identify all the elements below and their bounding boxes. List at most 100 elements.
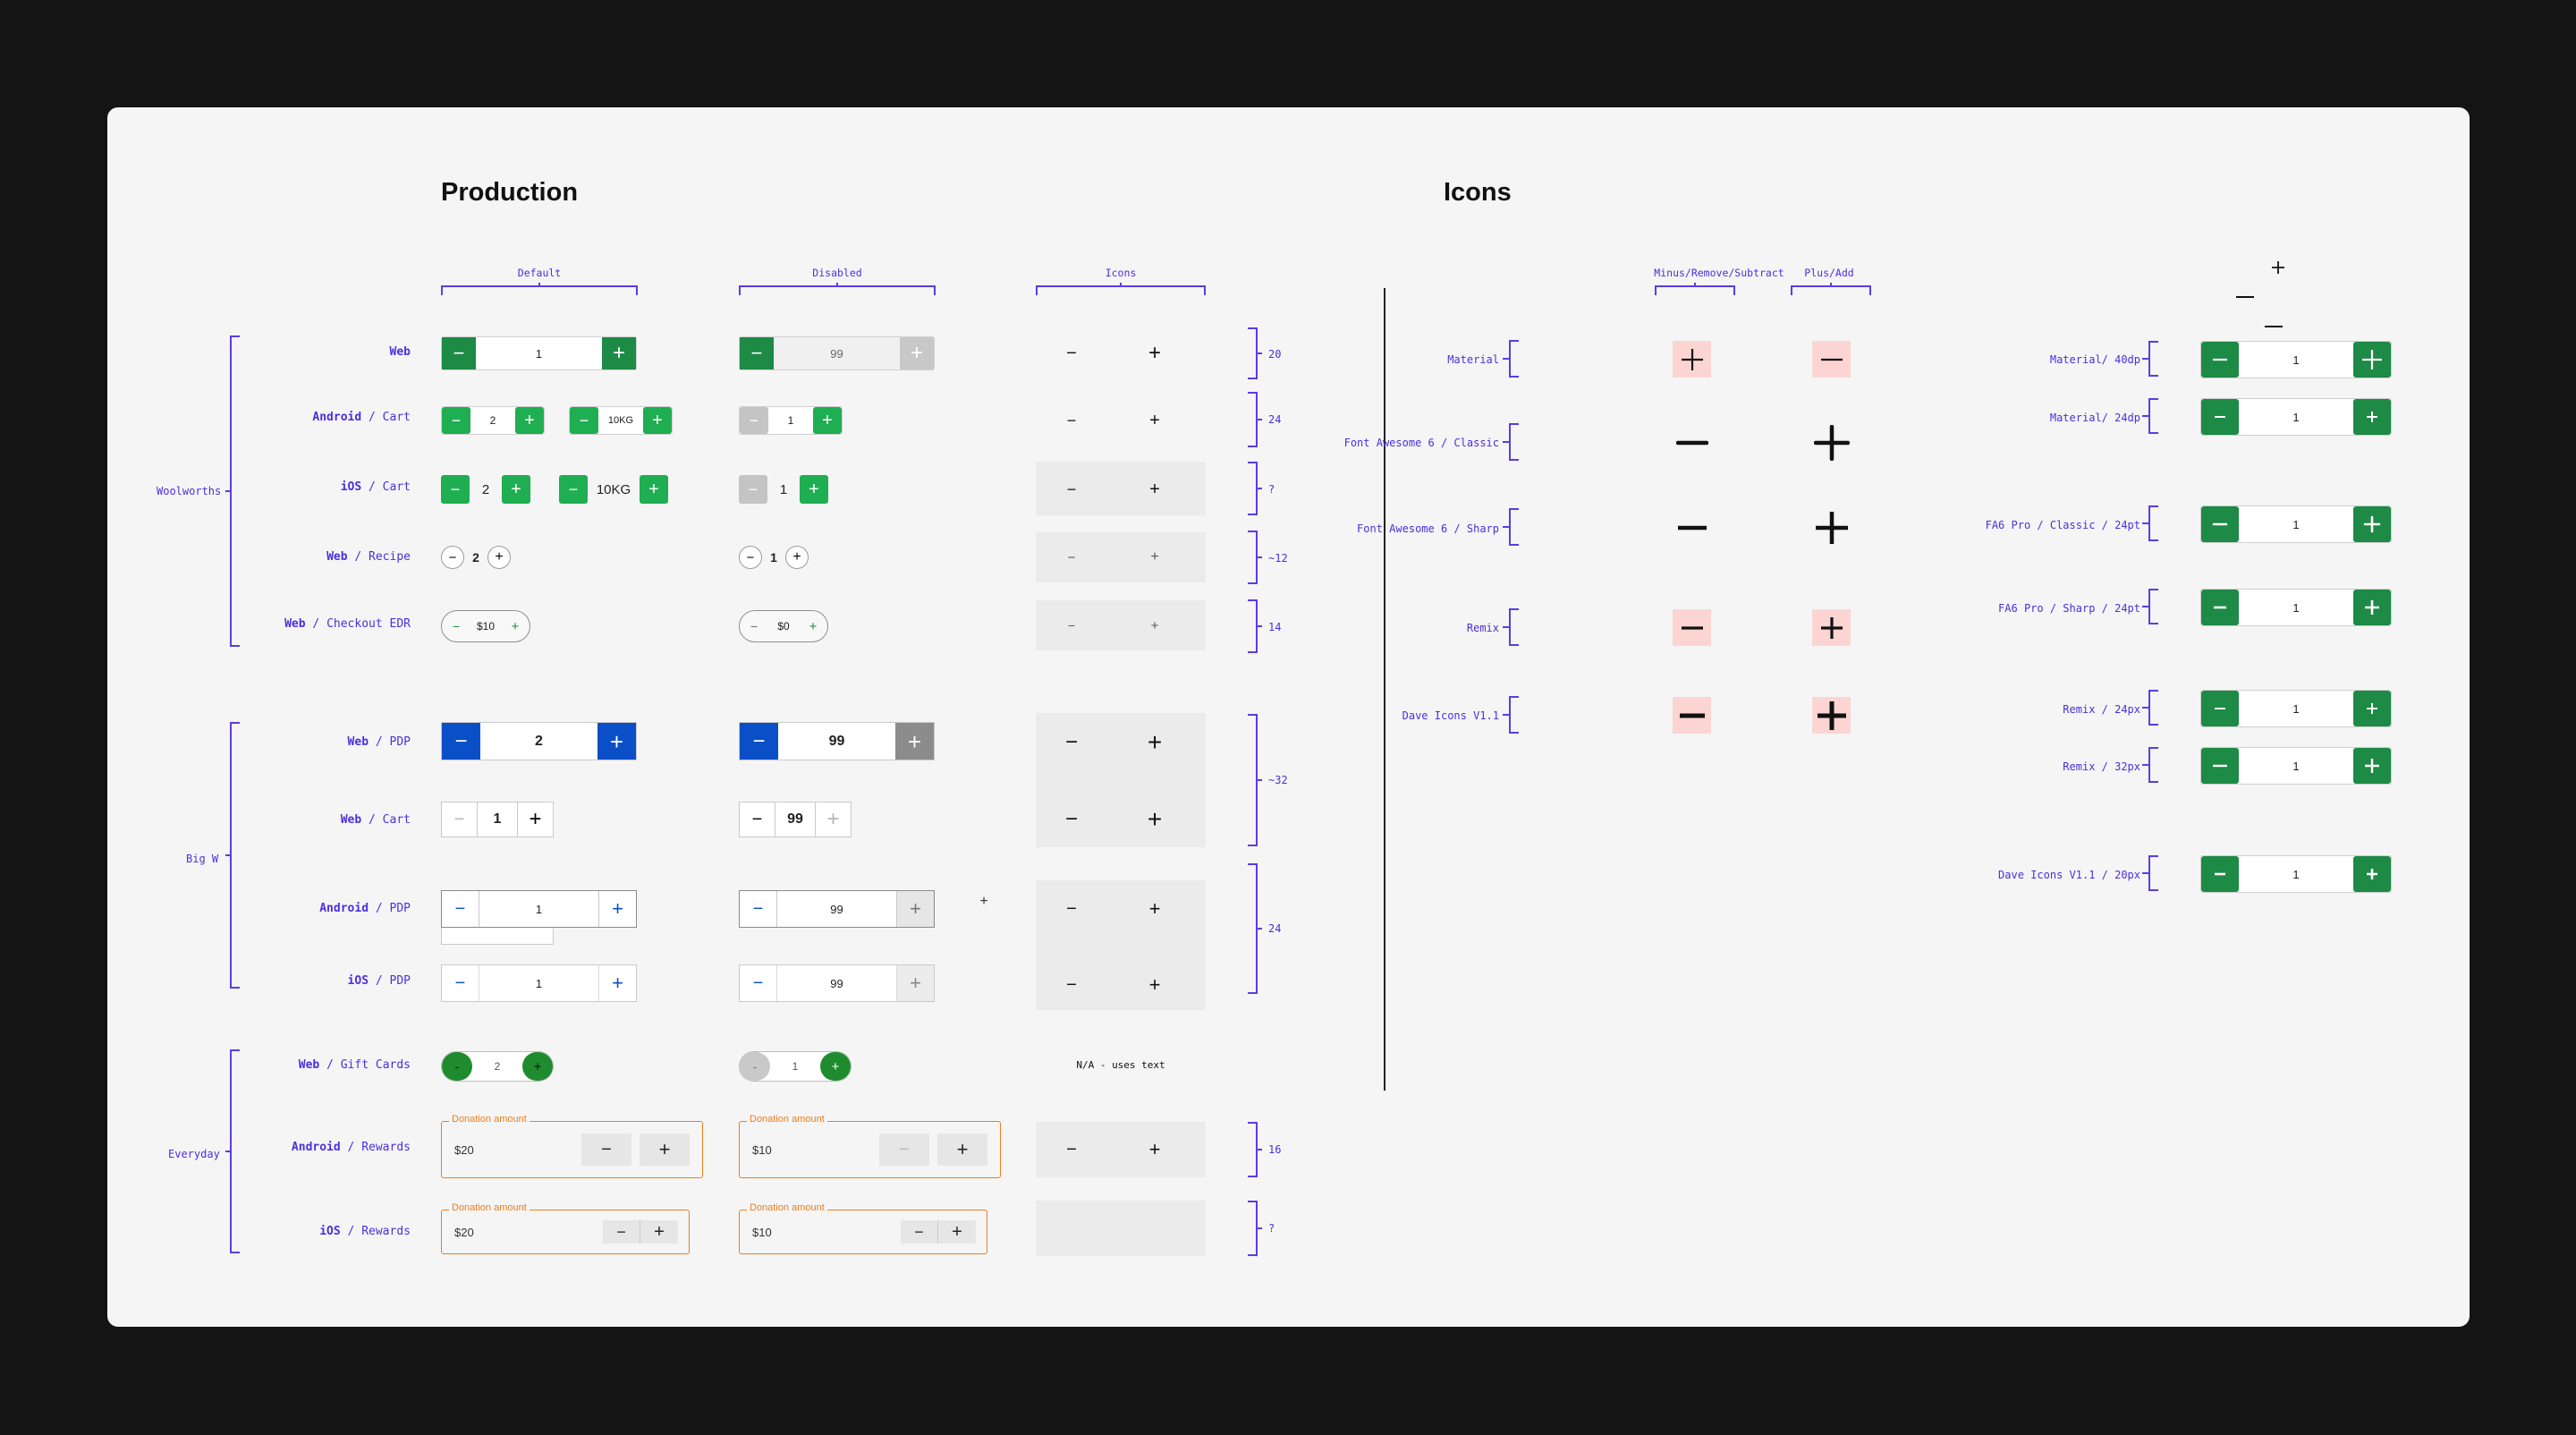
ww-recipe-plus-button[interactable]: + — [487, 546, 511, 569]
fa6-sharp-plus-button[interactable] — [2353, 590, 2391, 625]
donation-plus-button[interactable]: + — [640, 1134, 690, 1166]
ww-web-qty[interactable]: 1 — [535, 346, 543, 361]
ww-android-a-plus-button[interactable]: + — [515, 407, 544, 434]
material-24-minus-button[interactable] — [2201, 399, 2239, 435]
icon-set-label-fa6-classic: Font Awesome 6 / Classic — [1343, 437, 1499, 449]
bw-web-cart-qty-disabled[interactable]: 99 — [787, 811, 803, 827]
remix-32-plus-button[interactable] — [2353, 748, 2391, 784]
bw-web-pdp-minus-button-disabled[interactable]: − — [740, 723, 778, 760]
donation-ios-minus-button[interactable]: − — [603, 1220, 640, 1244]
donation-plus-button-disabled[interactable]: + — [937, 1134, 987, 1166]
row-label-ed-ios-rewards: iOS / Rewards — [319, 1225, 411, 1238]
bw-ios-pdp-minus-button[interactable]: − — [442, 965, 479, 1001]
ww-android-b-minus-button[interactable]: − — [570, 407, 598, 434]
ww-ios-b-qty[interactable]: 10KG — [596, 481, 631, 497]
minus-icon: - — [454, 1059, 460, 1074]
bw-ios-pdp-qty[interactable]: 1 — [535, 976, 543, 990]
donation-value-ios[interactable]: $20 — [454, 1226, 474, 1239]
bw-ios-pdp-qty-disabled[interactable]: 99 — [830, 976, 843, 990]
material-24-qty[interactable]: 1 — [2292, 410, 2300, 424]
remix-24-qty[interactable]: 1 — [2292, 701, 2300, 716]
row-label-ww-web: Web — [389, 345, 411, 359]
dave-plus-button[interactable] — [2353, 856, 2391, 892]
ww-recipe-qty-disabled[interactable]: 1 — [770, 550, 777, 565]
ed-gift-qty-disabled[interactable]: 1 — [792, 1060, 799, 1073]
dave-minus-button[interactable] — [2201, 856, 2239, 892]
material-40-qty[interactable]: 1 — [2292, 352, 2300, 367]
ww-android-plus-button-disabled[interactable]: + — [813, 407, 842, 434]
ww-web-minus-button[interactable]: − — [442, 337, 476, 369]
ww-ios-a-qty[interactable]: 2 — [481, 481, 490, 497]
bw-web-cart-plus-button[interactable]: + — [517, 802, 553, 836]
material-40-plus-button[interactable] — [2353, 342, 2391, 378]
col-default-label: Default — [517, 267, 562, 279]
ww-recipe-plus-button-disabled[interactable]: + — [785, 546, 809, 569]
donation-ios-plus-button-disabled[interactable]: + — [938, 1220, 976, 1244]
fa6-classic-minus-button[interactable] — [2201, 506, 2239, 542]
ww-ios-b-plus-button[interactable]: + — [640, 475, 668, 504]
fa6-classic-plus-button[interactable] — [2353, 506, 2391, 542]
minus-icon: − — [751, 810, 763, 829]
bw-android-pdp-plus-button[interactable]: + — [598, 891, 636, 927]
remix-24-plus-button[interactable] — [2353, 691, 2391, 726]
dave-qty[interactable]: 1 — [2292, 867, 2300, 881]
donation-value[interactable]: $20 — [454, 1143, 474, 1157]
bw-web-pdp-plus-button[interactable]: + — [597, 723, 636, 760]
bw-web-pdp-qty-disabled[interactable]: 99 — [828, 733, 845, 749]
bw-android-pdp-qty-disabled[interactable]: 99 — [830, 902, 843, 916]
bw-ios-pdp-minus-button-disabled[interactable]: − — [740, 965, 777, 1001]
donation-value-disabled[interactable]: $10 — [752, 1143, 772, 1157]
fa6-sharp-minus-button[interactable] — [2201, 590, 2239, 625]
donation-ios-plus-button[interactable]: + — [640, 1220, 678, 1244]
minus-icon: − — [746, 549, 755, 565]
bigw-bracket — [225, 722, 240, 989]
ww-web-minus-button-disabled[interactable]: − — [740, 337, 774, 369]
ww-ios-a-plus-button[interactable]: + — [502, 475, 530, 504]
ww-ios-minus-button-disabled: − — [739, 475, 767, 504]
ww-checkout-plus-button-disabled[interactable]: + — [804, 611, 822, 641]
ed-gift-minus-button[interactable]: - — [442, 1052, 472, 1081]
donation-minus-button[interactable]: − — [581, 1134, 631, 1166]
ww-checkout-value-disabled[interactable]: $0 — [777, 620, 790, 633]
ww-recipe-minus-button[interactable]: − — [441, 546, 464, 569]
bw-web-pdp-minus-button[interactable]: − — [442, 723, 480, 760]
remix-32-minus-button[interactable] — [2201, 748, 2239, 784]
ww-checkout-minus-button[interactable]: − — [447, 611, 465, 641]
fa6-sharp-qty[interactable]: 1 — [2292, 600, 2300, 615]
ww-android-b-qty[interactable]: 10KG — [607, 414, 634, 426]
ww-ios-plus-button-disabled[interactable]: + — [800, 475, 828, 504]
bw-android-minus-icon: − — [1066, 899, 1077, 919]
size-bracket-4 — [1248, 531, 1262, 584]
ww-android-qty-disabled[interactable]: 1 — [787, 414, 794, 427]
ed-gift-qty[interactable]: 2 — [494, 1060, 501, 1073]
material-40-minus-button[interactable] — [2201, 342, 2239, 378]
material-24-plus-button[interactable] — [2353, 399, 2391, 435]
bw-web-pdp-qty[interactable]: 2 — [535, 733, 543, 749]
ww-web-plus-button[interactable]: + — [602, 337, 636, 369]
ww-android-b-plus-button[interactable]: + — [643, 407, 672, 434]
remix-32-qty[interactable]: 1 — [2292, 759, 2300, 773]
bw-android-pdp-qty[interactable]: 1 — [535, 902, 543, 916]
ww-android-a-qty[interactable]: 2 — [489, 414, 496, 427]
donation-ios-minus-button-disabled[interactable]: − — [901, 1220, 938, 1244]
ed-gift-plus-button[interactable]: + — [522, 1052, 553, 1081]
bw-ios-pdp-plus-button[interactable]: + — [598, 965, 636, 1001]
ww-ios-qty-disabled[interactable]: 1 — [779, 481, 788, 497]
bw-web-cart-qty[interactable]: 1 — [493, 811, 502, 827]
ww-ios-a-minus-button[interactable]: − — [441, 475, 470, 504]
ww-checkout-minus-icon: − — [1067, 618, 1076, 633]
bw-android-pdp-minus-button-disabled[interactable]: − — [740, 891, 777, 927]
ed-gift-plus-button-disabled[interactable]: + — [820, 1052, 851, 1081]
fa6-classic-qty[interactable]: 1 — [2292, 517, 2300, 531]
minus-icon: − — [752, 899, 764, 919]
ww-checkout-plus-button[interactable]: + — [506, 611, 524, 641]
bw-android-pdp-minus-button[interactable]: − — [442, 891, 479, 927]
donation-value-ios-disabled[interactable]: $10 — [752, 1226, 772, 1239]
remix-24-minus-button[interactable] — [2201, 691, 2239, 726]
ww-checkout-value[interactable]: $10 — [476, 620, 496, 633]
ww-recipe-qty[interactable]: 2 — [472, 550, 479, 565]
ww-android-a-minus-button[interactable]: − — [442, 407, 470, 434]
ww-ios-b-minus-button[interactable]: − — [559, 475, 588, 504]
bw-web-cart-minus-button-disabled[interactable]: − — [740, 802, 775, 836]
ww-recipe-minus-button-disabled[interactable]: − — [739, 546, 762, 569]
